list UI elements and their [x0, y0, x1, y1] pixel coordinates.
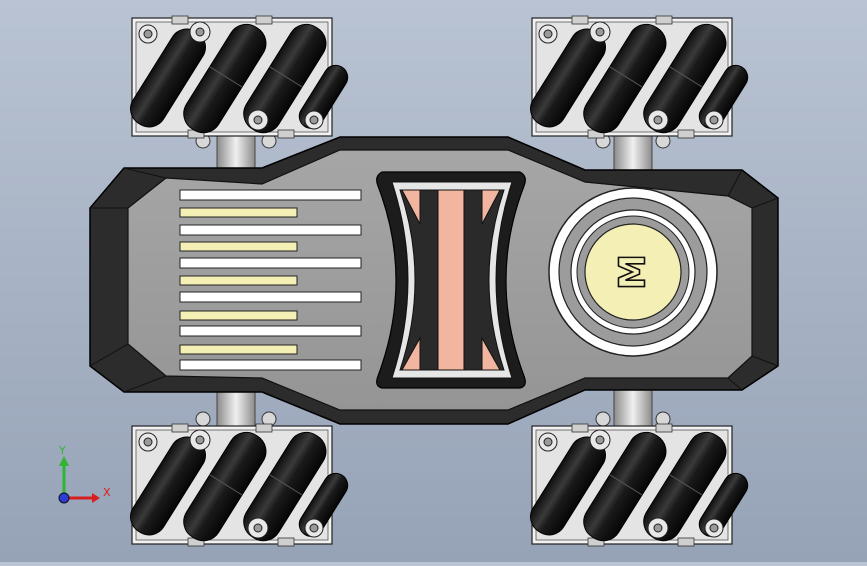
logo-badge[interactable]	[548, 187, 718, 357]
center-panel	[376, 171, 526, 389]
axis-triad: X Y	[58, 444, 111, 504]
wheel-rear-right[interactable]	[523, 423, 753, 549]
wheel-front-right[interactable]	[523, 15, 753, 141]
badge-letter: M	[613, 254, 654, 290]
wheel-front-left[interactable]	[123, 15, 353, 141]
wheel-rear-left[interactable]	[123, 423, 353, 549]
y-axis-label: Y	[58, 444, 66, 457]
x-axis-label: X	[103, 486, 111, 499]
vent-slots	[179, 189, 362, 371]
